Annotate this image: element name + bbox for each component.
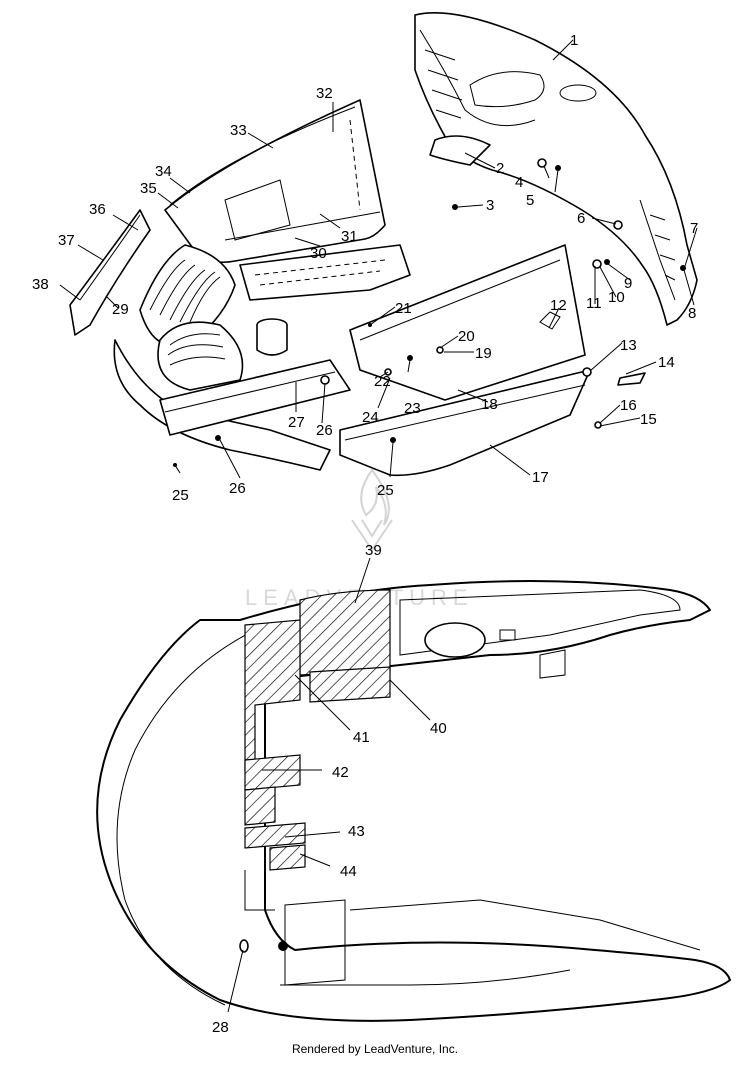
- part-27-left-panel: [159, 359, 351, 436]
- label-4: 4: [515, 174, 523, 191]
- label-10: 10: [608, 289, 625, 306]
- label-17: 17: [532, 469, 549, 486]
- label-1: 1: [570, 32, 578, 49]
- part-44-foam: [269, 844, 306, 871]
- label-11: 11: [586, 295, 602, 312]
- part-18-right-panel: [349, 244, 586, 401]
- label-7: 7: [690, 220, 698, 237]
- footer-credit: Rendered by LeadVenture, Inc.: [291, 1042, 459, 1056]
- label-39: 39: [365, 542, 382, 559]
- label-15: 15: [640, 411, 657, 428]
- label-19: 19: [475, 345, 492, 362]
- part-39-foam: [299, 589, 391, 676]
- label-20: 20: [458, 328, 475, 345]
- body-tub-outline: [96, 580, 731, 1022]
- label-3: 3: [486, 197, 494, 214]
- label-25-right: 25: [377, 482, 394, 499]
- leader-lines: [59, 39, 698, 1013]
- label-27: 27: [288, 414, 305, 431]
- label-6: 6: [577, 210, 585, 227]
- part-40-foam: [309, 666, 391, 703]
- label-42: 42: [332, 764, 349, 781]
- label-31: 31: [341, 228, 358, 245]
- upper-exploded-view: [69, 12, 698, 477]
- label-18: 18: [481, 396, 498, 413]
- label-14: 14: [658, 354, 675, 371]
- label-24: 24: [362, 409, 379, 426]
- label-34: 34: [155, 163, 172, 180]
- part-43-foam: [244, 822, 306, 849]
- label-30: 30: [310, 245, 327, 262]
- label-21: 21: [395, 300, 412, 317]
- label-16: 16: [620, 397, 637, 414]
- callout-labels: 1 2 3 4 5 6 7 8 9 10 11 12 13 14 15 16 1…: [32, 32, 698, 1036]
- label-36: 36: [89, 201, 106, 218]
- lower-body-view: [96, 580, 731, 1022]
- label-12: 12: [550, 297, 567, 314]
- label-5: 5: [526, 192, 534, 209]
- label-37: 37: [58, 232, 75, 249]
- label-38: 38: [32, 276, 49, 293]
- label-9: 9: [624, 275, 632, 292]
- label-26-lower: 26: [229, 480, 246, 497]
- label-26-upper: 26: [316, 422, 333, 439]
- label-28: 28: [212, 1019, 229, 1036]
- label-40: 40: [430, 720, 447, 737]
- label-2: 2: [496, 160, 504, 177]
- part-14-plate: [617, 372, 646, 386]
- label-32: 32: [316, 85, 333, 102]
- part-37-trim-strip: [69, 209, 151, 336]
- label-25-left: 25: [172, 487, 189, 504]
- label-23: 23: [404, 400, 421, 417]
- part-41-foam: [244, 619, 301, 771]
- label-29: 29: [112, 301, 129, 318]
- label-22: 22: [374, 373, 391, 390]
- label-13: 13: [620, 337, 637, 354]
- part-42-foam: [244, 754, 301, 791]
- label-44: 44: [340, 863, 357, 880]
- label-35: 35: [140, 180, 157, 197]
- label-33: 33: [230, 122, 247, 139]
- label-43: 43: [348, 823, 365, 840]
- label-8: 8: [688, 305, 696, 322]
- label-41: 41: [353, 729, 370, 746]
